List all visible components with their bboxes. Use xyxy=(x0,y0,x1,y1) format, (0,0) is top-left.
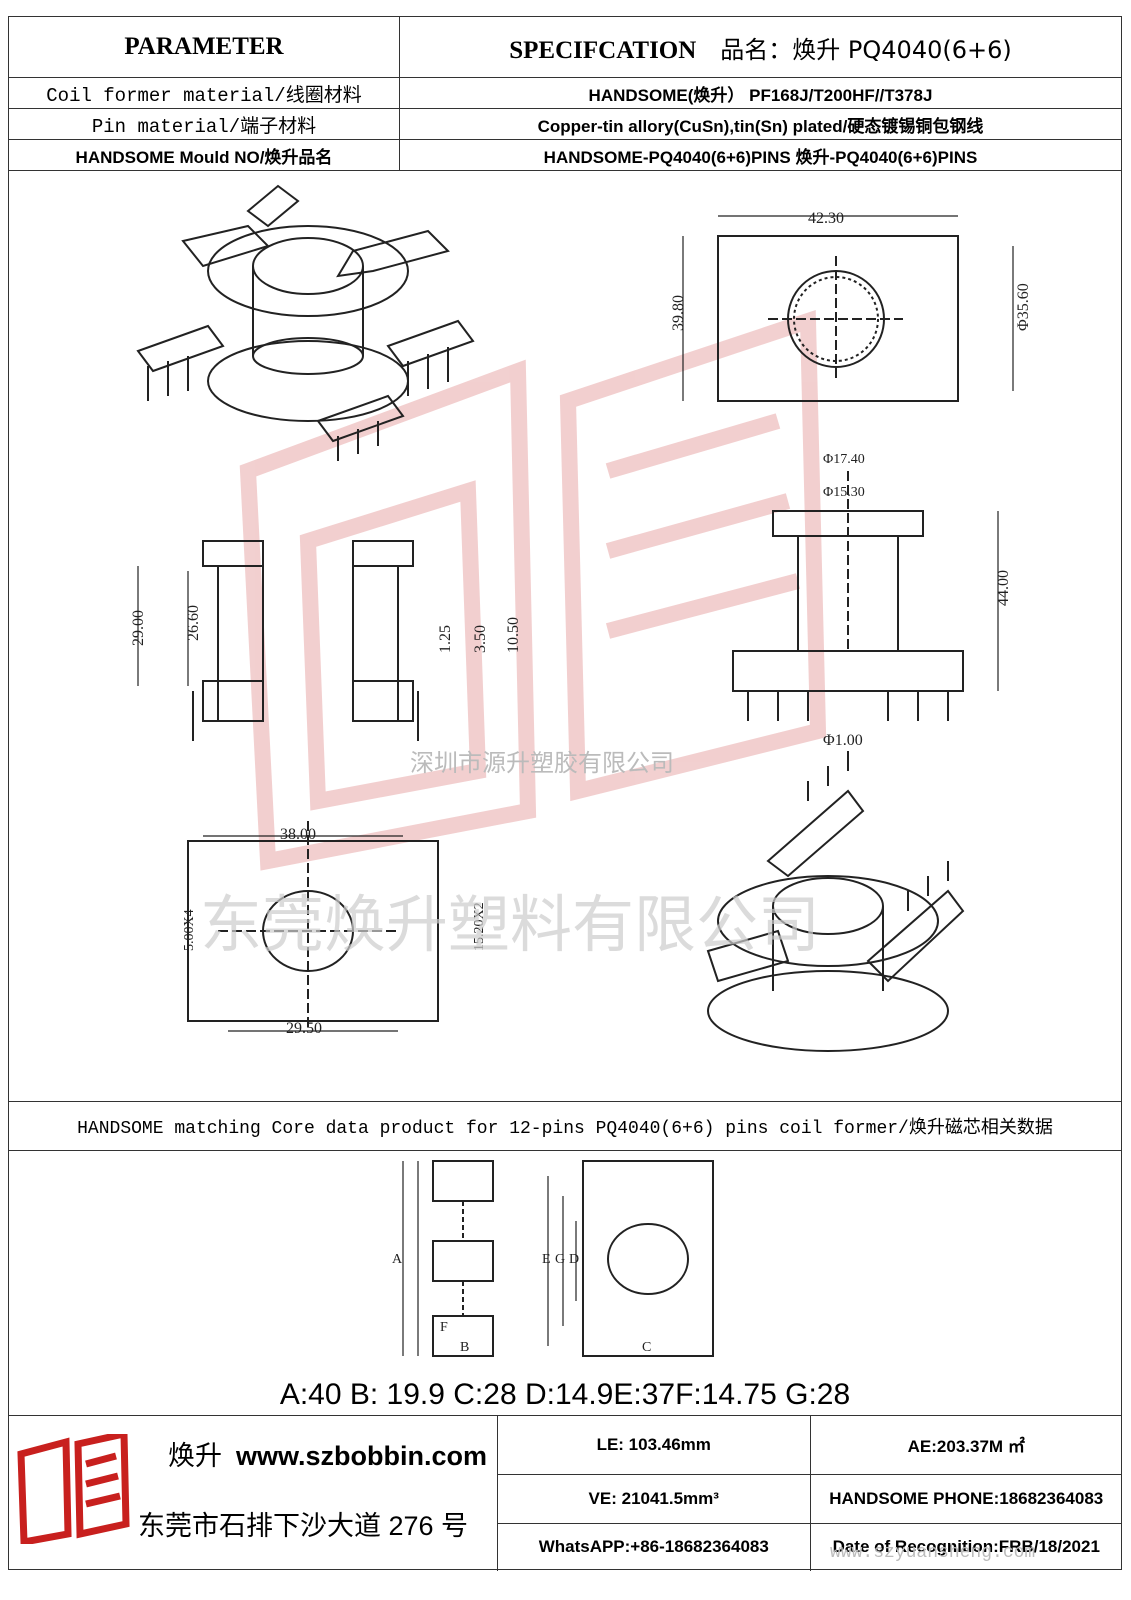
core-side-view xyxy=(402,1160,494,1357)
plan-view-bottom xyxy=(187,821,439,1032)
specification-label: SPECIFCATION xyxy=(509,36,697,64)
core-label-C: C xyxy=(642,1340,651,1355)
red-logo-watermark xyxy=(239,309,827,871)
param-coil-material: Coil former material/线圈材料 xyxy=(8,77,400,109)
dim-I-value: Φ17.40 xyxy=(823,452,865,467)
ve-value: VE: 21041.5mm³ xyxy=(498,1474,811,1524)
core-data-values: A:40 B: 19.9 C:28 D:14.9E:37F:14.75 G:28 xyxy=(279,1378,851,1411)
handsome-logo-icon xyxy=(17,1434,130,1544)
dim-H-value: 10.50 xyxy=(505,617,522,653)
website-link[interactable]: www.szbobbin.com xyxy=(236,1441,488,1471)
param-pin-material: Pin material/端子材料 xyxy=(8,108,400,140)
value-pin-material: Copper-tin allory(CuSn),tin(Sn) plated/硬… xyxy=(399,108,1122,140)
dim-P-value: 29.50 xyxy=(286,1020,322,1037)
param-mould-no: HANDSOME Mould NO/焕升品名 xyxy=(8,139,400,171)
product-name: 品名：焕升 PQ4040(6+6) xyxy=(720,35,1012,64)
footer-data-table: LE: 103.46mm AE:203.37M ㎡ VE: 21041.5mm³… xyxy=(498,1416,1122,1571)
core-label-D: D xyxy=(569,1252,579,1267)
date-value: Date of Recognition:FRB/18/2021 xyxy=(809,1523,1122,1571)
iso-view-bottom xyxy=(706,751,965,1052)
core-front-view xyxy=(547,1160,714,1357)
dim-O-value: 15.20X2 xyxy=(472,902,487,951)
core-label-A: A xyxy=(392,1252,403,1267)
iso-view-top xyxy=(136,184,475,461)
dim-A-value: 42.30 xyxy=(808,210,844,227)
core-label-E: E xyxy=(542,1252,551,1267)
dim-J-value: Φ15.30 xyxy=(823,485,865,500)
specification-heading: SPECIFCATION 品名：焕升 PQ4040(6+6) xyxy=(399,16,1122,78)
dim-K-value: 44.00 xyxy=(995,570,1012,606)
front-view-right xyxy=(732,471,999,721)
dim-D-value: 29.00 xyxy=(130,610,147,646)
dim-C-value: Φ35.60 xyxy=(1015,283,1032,331)
footer: 焕升 www.szbobbin.com 东莞市石排下沙大道 276 号 LE: 1… xyxy=(8,1415,1122,1571)
dim-L-value: Φ1.00 xyxy=(823,732,863,749)
watermark-company-large: 东莞焕升塑料有限公司 xyxy=(200,892,820,960)
address: 东莞市石排下沙大道 276 号 xyxy=(138,1511,469,1541)
dim-M-value: 38.00 xyxy=(280,826,316,843)
dim-N-value: 5.00X4 xyxy=(182,909,197,951)
dim-B-value: 39.80 xyxy=(670,295,687,331)
brand-block: 焕升 www.szbobbin.com 东莞市石排下沙大道 276 号 xyxy=(8,1416,498,1571)
core-data-band: HANDSOME matching Core data product for … xyxy=(8,1101,1122,1151)
plan-view-top xyxy=(682,215,1014,402)
core-label-G: G xyxy=(555,1252,565,1267)
dim-G-value: 3.50 xyxy=(472,625,489,653)
watermark-company-small: 深圳市源升塑胶有限公司 xyxy=(410,750,674,777)
value-coil-material: HANDSOME(焕升） PF168J/T200HF//T378J xyxy=(399,77,1122,109)
value-mould-no: HANDSOME-PQ4040(6+6)PINS 焕升-PQ4040(6+6)P… xyxy=(399,139,1122,171)
core-label-B: B xyxy=(460,1340,469,1355)
parameter-heading: PARAMETER xyxy=(8,16,400,78)
phone-value: HANDSOME PHONE:18682364083 xyxy=(809,1474,1122,1524)
whatsapp-value: WhatsAPP:+86-18682364083 xyxy=(498,1523,811,1571)
side-view-left xyxy=(137,540,419,741)
core-label-F: F xyxy=(440,1320,448,1335)
le-value: LE: 103.46mm xyxy=(498,1416,811,1475)
bobbin-drawings: 42.30 39.80 Φ35.60 29.00 26.60 1.25 3.50… xyxy=(130,184,1032,1052)
dim-F-value: 1.25 xyxy=(437,625,454,653)
brand-line: 焕升 www.szbobbin.com xyxy=(168,1434,487,1473)
brand-cn: 焕升 xyxy=(168,1441,222,1471)
dim-E-value: 26.60 xyxy=(185,605,202,641)
ae-value: AE:203.37M ㎡ xyxy=(809,1416,1122,1475)
core-drawings: A B C D E F G xyxy=(392,1160,714,1357)
url-watermark: www.szyuansheng.com xyxy=(830,1543,1036,1563)
